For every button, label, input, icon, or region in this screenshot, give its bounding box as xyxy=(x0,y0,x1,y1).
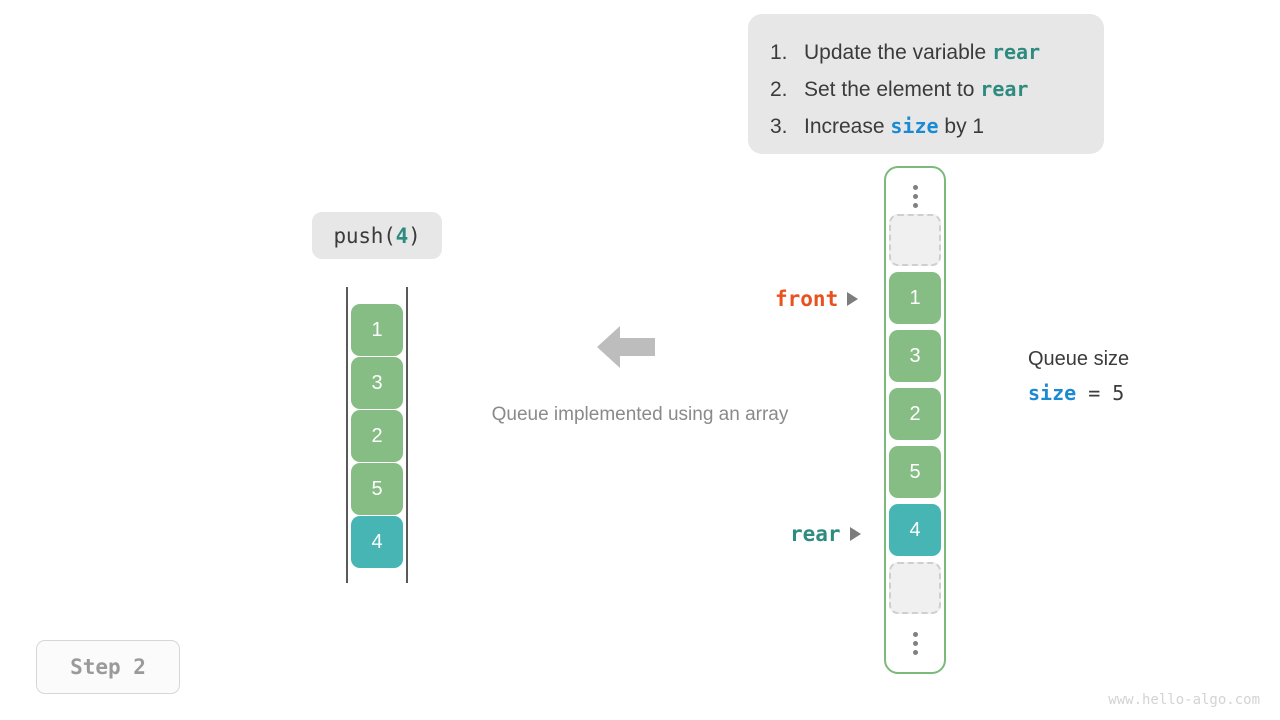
array-cell: 3 xyxy=(351,357,403,409)
operation-chip: push(4) xyxy=(312,212,442,259)
queue-size-variable: size xyxy=(1028,381,1077,405)
rear-pointer: rear xyxy=(790,522,861,546)
queue-size-block: Queue size size = 5 xyxy=(1028,344,1129,412)
queue-slot: 5 xyxy=(889,446,941,498)
instruction-item: 3. Increase size by 1 xyxy=(770,108,1082,145)
instruction-code-token: rear xyxy=(991,40,1041,64)
instruction-text: Set the element to rear xyxy=(804,71,1028,108)
vertical-ellipsis-icon-top xyxy=(886,185,944,208)
instruction-item: 1. Update the variable rear xyxy=(770,34,1082,71)
queue-slot: 1 xyxy=(889,272,941,324)
queue-size-value: 5 xyxy=(1112,381,1125,405)
instruction-text-prefix: Update the variable xyxy=(804,41,992,64)
instruction-number: 2. xyxy=(770,78,788,101)
instruction-number: 1. xyxy=(770,41,788,64)
operation-name: push( xyxy=(333,223,396,248)
instruction-panel: 1. Update the variable rear 2. Set the e… xyxy=(748,14,1104,154)
queue-slot: 3 xyxy=(889,330,941,382)
instruction-item: 2. Set the element to rear xyxy=(770,71,1082,108)
arrow-right-icon xyxy=(847,292,859,306)
instruction-text: Increase size by 1 xyxy=(804,108,984,145)
array-cell: 2 xyxy=(351,410,403,462)
instruction-text: Update the variable rear xyxy=(804,34,1040,71)
center-caption: Queue implemented using an array xyxy=(491,404,789,425)
instruction-text-prefix: Increase xyxy=(804,115,891,138)
front-pointer-label: front xyxy=(775,287,839,311)
array-cell: 4 xyxy=(351,516,403,568)
queue-container: 1 3 2 5 4 xyxy=(884,166,946,674)
array-cell: 1 xyxy=(351,304,403,356)
operation-argument: 4 xyxy=(395,223,409,248)
queue-size-title: Queue size xyxy=(1028,348,1130,370)
array-cell: 5 xyxy=(351,463,403,515)
front-pointer: front xyxy=(775,287,859,311)
queue-size-expression: size = 5 xyxy=(1028,374,1129,412)
queue-slot-new: 4 xyxy=(889,504,941,556)
instruction-text-suffix: by 1 xyxy=(938,115,985,138)
array-rail-right xyxy=(406,287,408,583)
instruction-code-token: size xyxy=(890,114,939,138)
left-array-cells: 1 3 2 5 4 xyxy=(351,304,403,568)
arrow-left-icon xyxy=(596,324,656,370)
array-rail-left xyxy=(346,287,348,583)
queue-slot: 2 xyxy=(889,388,941,440)
instruction-text-prefix: Set the element to xyxy=(804,78,981,101)
instruction-number: 3. xyxy=(770,115,788,138)
queue-slot-empty xyxy=(889,562,941,614)
queue-slot-empty xyxy=(889,214,941,266)
watermark: www.hello-algo.com xyxy=(1108,692,1260,708)
arrow-right-icon xyxy=(849,527,861,541)
step-badge: Step 2 xyxy=(36,640,180,694)
left-array-visual: 1 3 2 5 4 xyxy=(346,287,408,583)
rear-pointer-label: rear xyxy=(790,522,841,546)
queue-slot-list: 1 3 2 5 4 xyxy=(889,214,941,614)
vertical-ellipsis-icon-bottom xyxy=(886,632,944,655)
instruction-code-token: rear xyxy=(980,77,1029,101)
queue-size-operator: = xyxy=(1076,381,1113,405)
operation-close-paren: ) xyxy=(408,223,421,248)
